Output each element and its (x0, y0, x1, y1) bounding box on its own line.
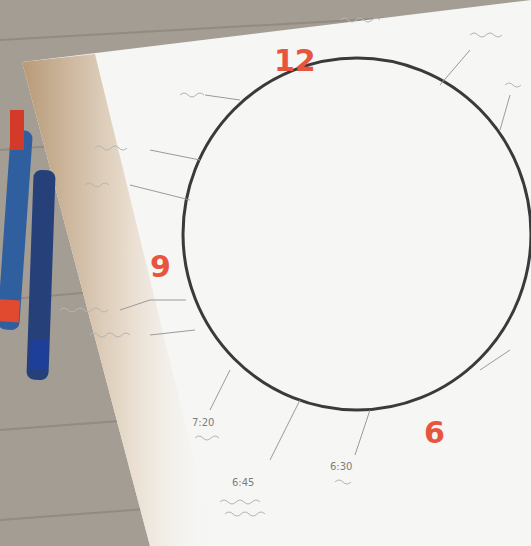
handwritten-note: 6:30 (330, 462, 352, 472)
clock-numeral: 12 (274, 46, 316, 76)
handwritten-note: 7:20 (192, 418, 214, 428)
clock-numeral: 6 (424, 418, 445, 448)
clock-numeral: 9 (150, 252, 171, 282)
handwritten-note: 6:45 (232, 478, 254, 488)
